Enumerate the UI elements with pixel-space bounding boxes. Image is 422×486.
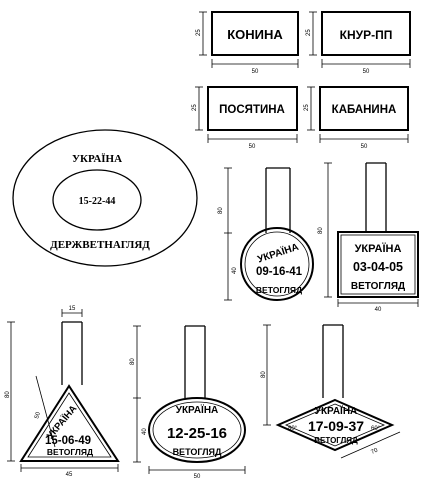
dim-width-kabanyna: 50 — [361, 144, 368, 150]
ellipse-stamp-dim-80: 80 — [130, 358, 136, 365]
square-stamp-number: 03-04-05 — [353, 260, 403, 274]
ellipse-stamp-dim-40: 40 — [142, 428, 148, 435]
ellipse-stamp-bottom: ВЕТОГЛЯД — [173, 447, 222, 457]
rhombus-stamp: УКРАЇНА 17-09-37 ВЕТОГЛЯД 80° 60° 80 70 — [261, 324, 401, 459]
ellipse-stamp-top: УКРАЇНА — [176, 403, 219, 416]
label-knur-text: КНУР-ПП — [340, 28, 393, 42]
oval-stamp-number: 15-22-44 — [79, 196, 116, 207]
oval-stamp: УКРАЇНА 15-22-44 ДЕРЖВЕТНАГЛЯД — [12, 129, 198, 267]
dim-height-konyna: 25 — [196, 29, 202, 36]
triangle-stamp-dim-50: 50 — [34, 411, 42, 420]
triangle-stamp-dim-45: 45 — [66, 472, 73, 478]
oval-stamp-top: УКРАЇНА — [72, 152, 122, 165]
label-konyna: КОНИНА 25 50 — [196, 11, 299, 75]
label-posiatyna-text: ПОСЯТИНА — [219, 104, 285, 116]
ellipse-stamp-number: 12-25-16 — [167, 425, 227, 442]
square-stamp-bottom: ВЕТОГЛЯД — [351, 281, 405, 292]
ellipse-stamp-dim-50: 50 — [194, 474, 201, 480]
round-stamp: УКРАЇНА 09-16-41 ВЕТОГЛЯД 80 40 — [218, 167, 314, 301]
triangle-stamp-number: 15-06-49 — [45, 435, 91, 447]
dim-width-konyna: 50 — [252, 69, 259, 75]
dim-width-knur: 50 — [363, 69, 370, 75]
rhombus-stamp-dim-70: 70 — [370, 447, 379, 455]
round-stamp-number: 09-16-41 — [256, 266, 303, 278]
rhombus-stamp-dim-80: 80 — [261, 371, 267, 378]
square-stamp-top: УКРАЇНА — [355, 242, 402, 255]
label-kabanyna-text: КАБАНИНА — [332, 104, 397, 116]
triangle-stamp: 15 УКРАЇНА 15-06-49 ВЕТОГЛЯД 80 50 45 — [5, 306, 120, 478]
triangle-stamp-dim-80: 80 — [5, 391, 11, 398]
square-stamp-dim-40: 40 — [375, 307, 382, 313]
triangle-stamp-bottom: ВЕТОГЛЯД — [47, 447, 93, 457]
oval-stamp-bottom: ДЕРЖВЕТНАГЛЯД — [50, 239, 150, 251]
round-stamp-dim-80: 80 — [218, 207, 224, 214]
label-posiatyna: ПОСЯТИНА 25 50 — [192, 86, 298, 150]
rhombus-stamp-number: 17-09-37 — [308, 418, 364, 434]
rhombus-stamp-bottom: ВЕТОГЛЯД — [314, 436, 358, 445]
dim-height-posiatyna: 25 — [192, 104, 198, 111]
square-stamp-dim-80: 80 — [318, 227, 324, 234]
triangle-stamp-dim-15: 15 — [69, 306, 76, 312]
rhombus-stamp-angle-80: 80° — [288, 426, 298, 432]
round-stamp-top: УКРАЇНА — [256, 240, 300, 266]
square-stamp: УКРАЇНА 03-04-05 ВЕТОГЛЯД 80 40 — [318, 162, 419, 313]
ellipse-stamp: УКРАЇНА 12-25-16 ВЕТОГЛЯД 80 40 50 — [130, 325, 246, 480]
label-konyna-text: КОНИНА — [227, 27, 283, 42]
rhombus-stamp-top: УКРАЇНА — [315, 404, 358, 417]
dim-width-posiatyna: 50 — [249, 144, 256, 150]
label-knur: КНУР-ПП 25 50 — [306, 11, 411, 75]
dim-height-kabanyna: 25 — [304, 104, 310, 111]
dim-height-knur: 25 — [306, 29, 312, 36]
rhombus-stamp-angle-60: 60° — [371, 426, 381, 432]
round-stamp-dim-40: 40 — [232, 267, 238, 274]
label-kabanyna: КАБАНИНА 25 50 — [304, 86, 409, 150]
round-stamp-bottom: ВЕТОГЛЯД — [256, 285, 302, 295]
